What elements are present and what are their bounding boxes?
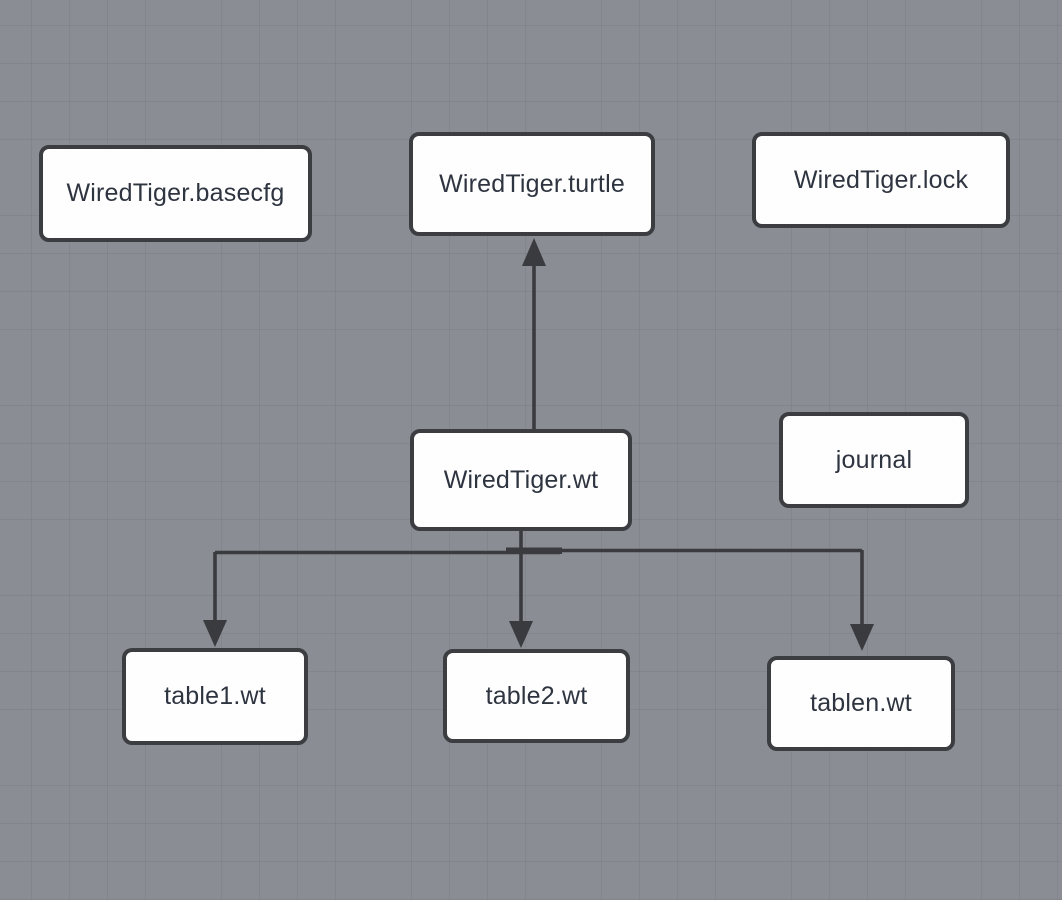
node-table2-wt: table2.wt [443, 649, 630, 743]
node-journal: journal [779, 412, 969, 508]
node-label: WiredTiger.turtle [439, 169, 625, 198]
node-label: table1.wt [164, 682, 266, 710]
node-wiredtiger-wt: WiredTiger.wt [410, 429, 632, 531]
arrowhead-down-table2 [509, 621, 533, 648]
node-label: WiredTiger.wt [443, 465, 599, 494]
node-label: WiredTiger.basecfg [66, 179, 285, 207]
arrowhead-down-tablen [850, 624, 874, 651]
node-label: table2.wt [485, 681, 588, 710]
node-table1-wt: table1.wt [122, 648, 308, 745]
arrowhead-down-table1 [203, 620, 227, 647]
edge-junction-overlap [506, 547, 562, 554]
node-wiredtiger-lock: WiredTiger.lock [752, 132, 1010, 228]
node-tablen-wt: tablen.wt [767, 656, 955, 751]
node-wiredtiger-basecfg: WiredTiger.basecfg [39, 145, 312, 242]
node-label: tablen.wt [810, 689, 912, 717]
node-wiredtiger-turtle: WiredTiger.turtle [409, 132, 655, 236]
node-label: journal [835, 445, 913, 474]
arrowhead-up-turtle [522, 238, 546, 266]
node-label: WiredTiger.lock [793, 165, 969, 194]
